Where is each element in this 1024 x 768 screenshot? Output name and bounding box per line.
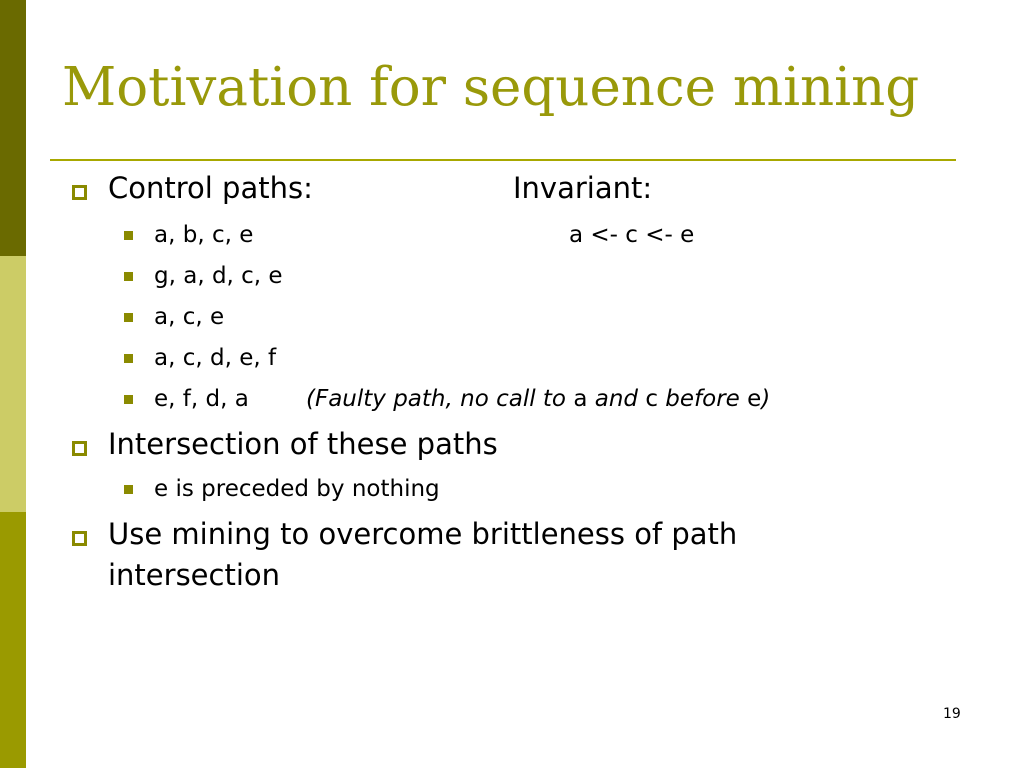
filled-square-bullet-icon	[124, 395, 133, 404]
invariant-value: a <- c <- e	[569, 222, 695, 248]
filled-square-bullet-icon	[124, 313, 133, 322]
side-bar-olive	[0, 512, 26, 768]
intersection-label: Intersection of these paths	[108, 427, 498, 461]
control-paths-label: Control paths:	[108, 171, 313, 205]
page-number: 19	[943, 706, 961, 722]
square-bullet-icon	[72, 185, 87, 200]
intersection-detail: e is preceded by nothing	[154, 476, 440, 502]
path-item: g, a, d, c, e	[154, 263, 283, 289]
square-bullet-icon	[72, 441, 87, 456]
path-item: a, c, e	[154, 304, 225, 330]
mining-line-1: Use mining to overcome brittleness of pa…	[108, 517, 738, 551]
filled-square-bullet-icon	[124, 272, 133, 281]
side-bar-dark	[0, 0, 26, 256]
title-rule	[50, 159, 956, 161]
mining-line-2: intersection	[108, 558, 281, 592]
faulty-path-note: (Faulty path, no call to a and c before …	[306, 386, 771, 412]
slide-title: Motivation for sequence mining	[62, 57, 920, 118]
path-item: a, b, c, e	[154, 222, 254, 248]
filled-square-bullet-icon	[124, 485, 133, 494]
path-item: a, c, d, e, f	[154, 345, 277, 371]
path-item: e, f, d, a	[154, 386, 249, 412]
filled-square-bullet-icon	[124, 231, 133, 240]
square-bullet-icon	[72, 531, 87, 546]
filled-square-bullet-icon	[124, 354, 133, 363]
side-bar-light	[0, 256, 26, 512]
invariant-label: Invariant:	[513, 171, 653, 205]
